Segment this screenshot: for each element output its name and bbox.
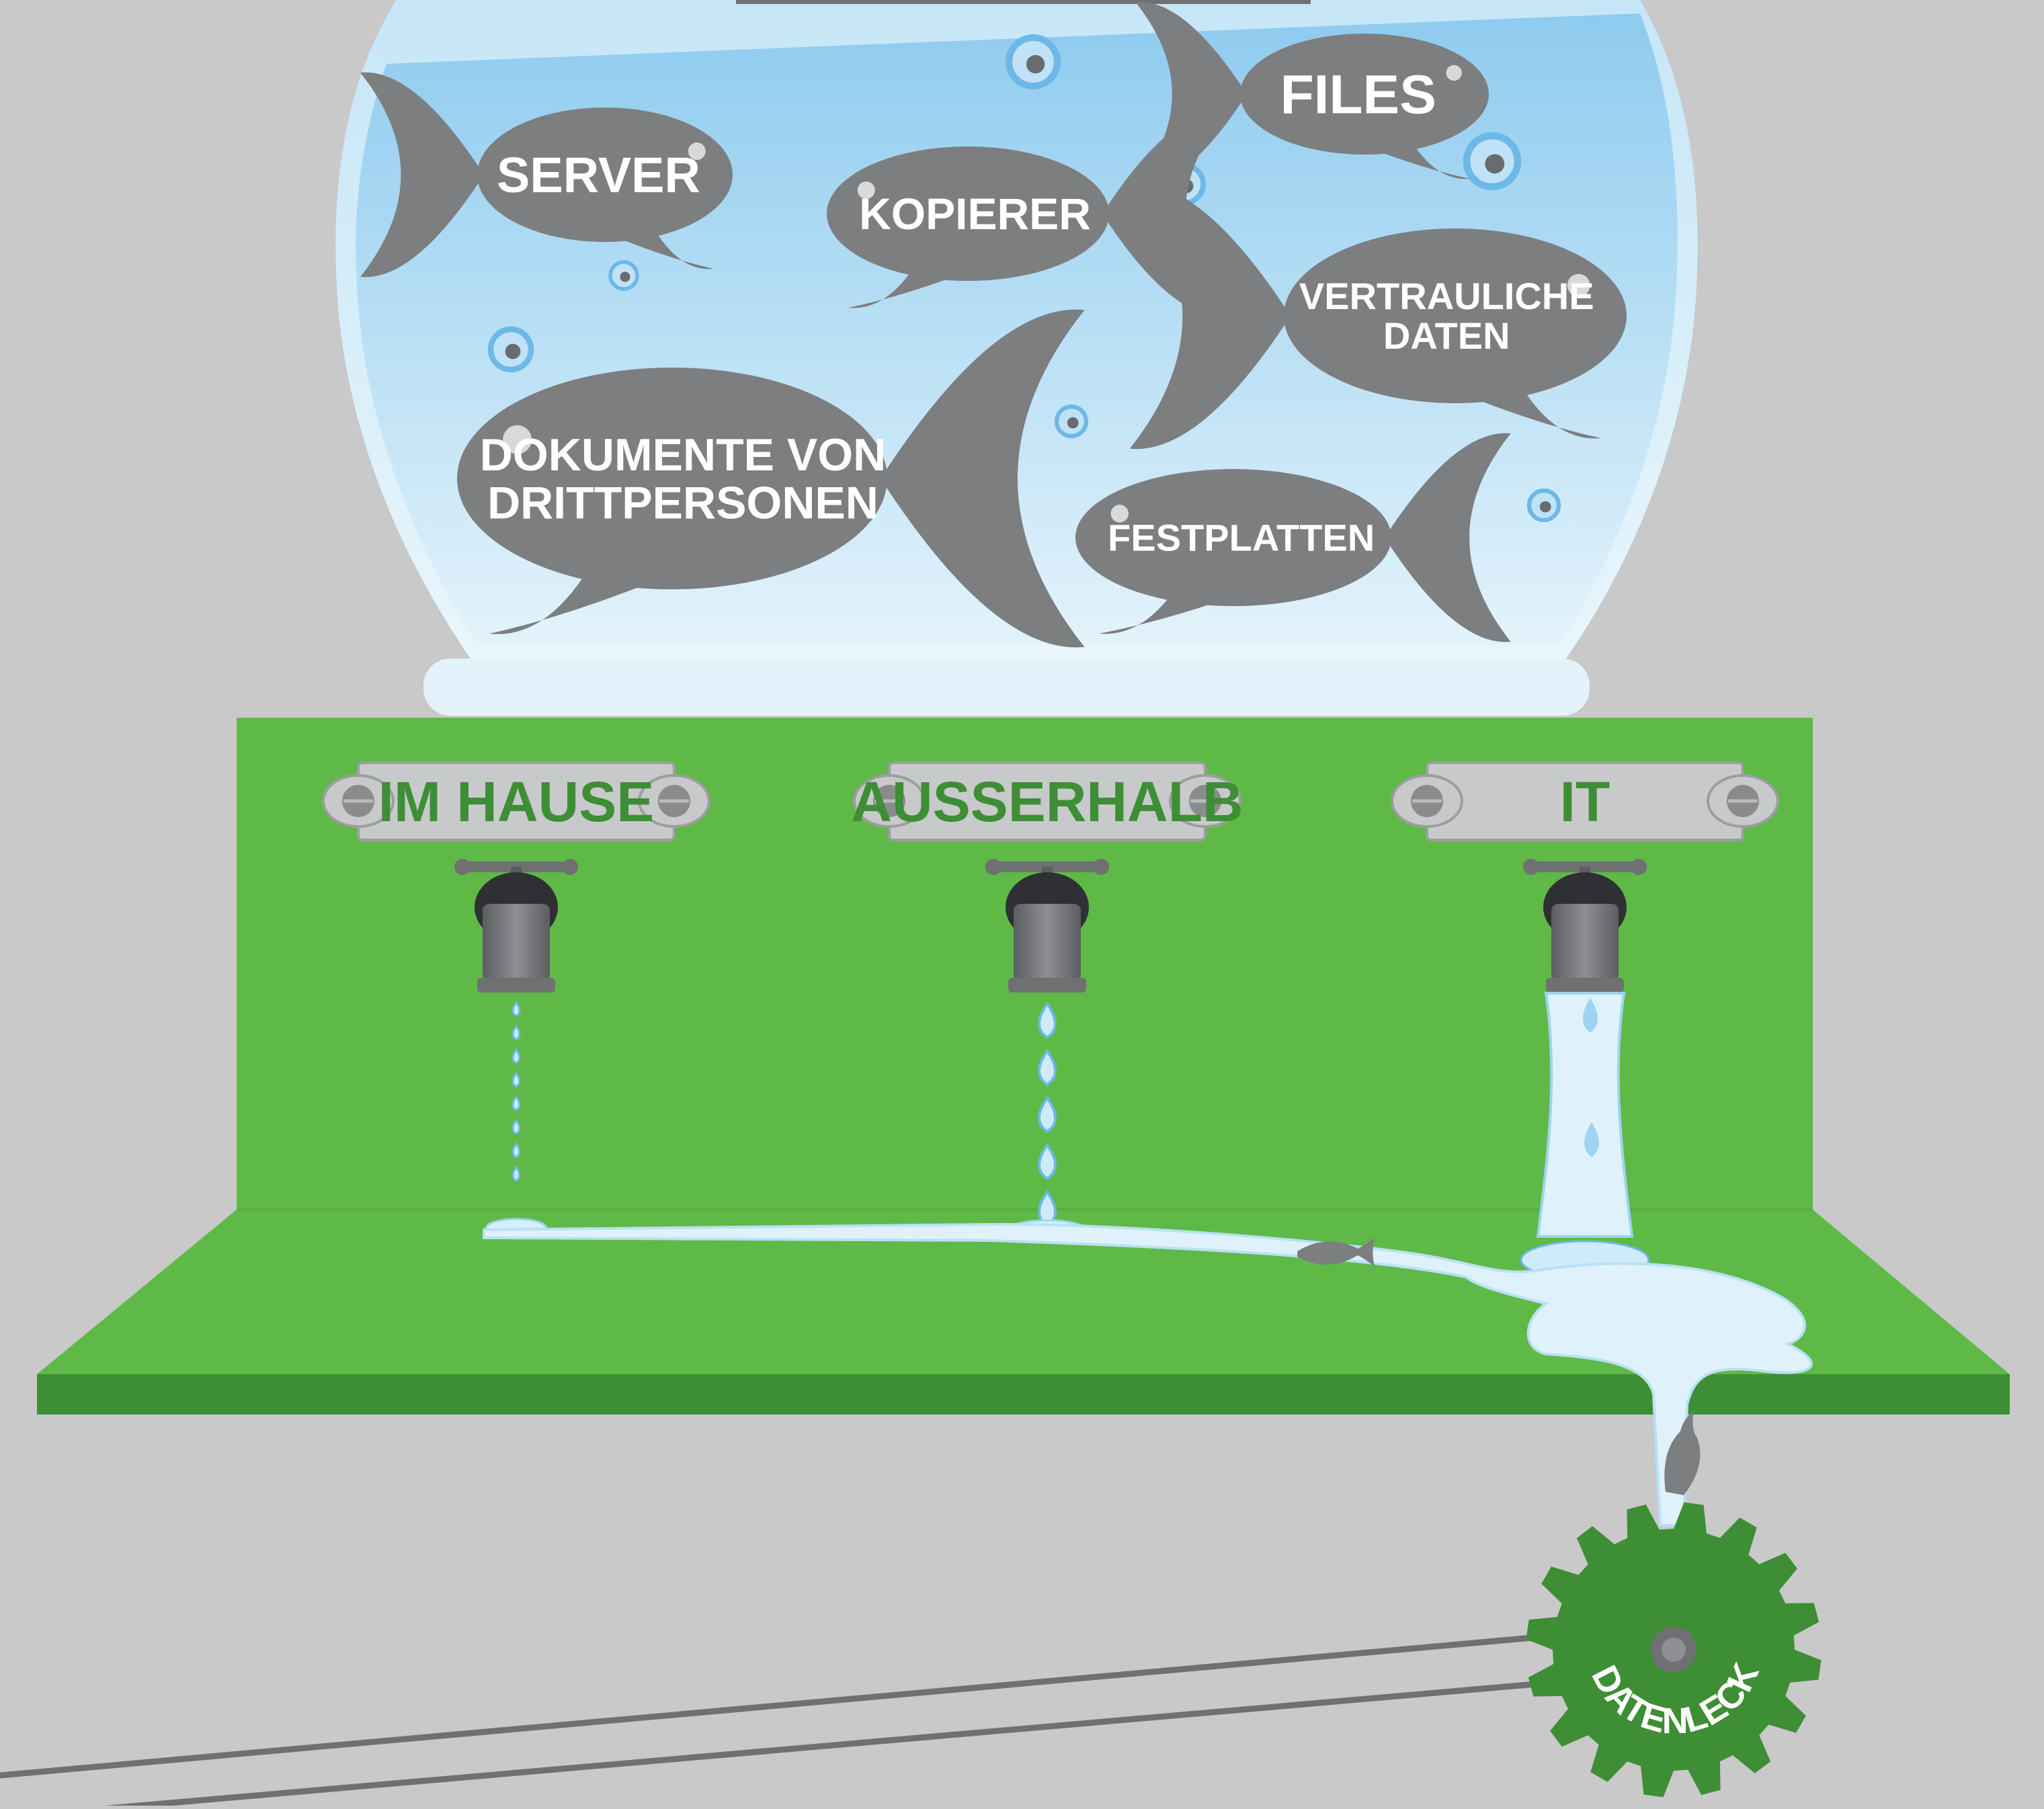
water-drop [512, 1048, 521, 1064]
fish-body [1240, 34, 1489, 155]
tap-ausserhalb [985, 859, 1109, 993]
bubble [1054, 404, 1089, 439]
water-stream [1536, 992, 1634, 1238]
water-flow-group [483, 992, 1813, 1527]
bubble [1463, 132, 1522, 191]
fish-body [457, 368, 887, 589]
fish-group: SERVERKOPIERERFILESVERTRAULICHEDATENDOKU… [360, 1, 1627, 648]
fish-label: FESTPLATTEN [1108, 517, 1375, 559]
water-drop [512, 1071, 521, 1088]
water-drop [512, 1165, 521, 1182]
bowl-lid [736, 0, 1311, 4]
fish-tail [881, 309, 1085, 648]
fish-tail [1135, 1, 1247, 187]
shelf-front [37, 1374, 2010, 1415]
water-drop [512, 1095, 521, 1111]
bubble [1005, 34, 1061, 90]
fish-fin [1099, 595, 1226, 634]
fish-fin [1463, 390, 1601, 439]
gear-assembly: DATENLECK [0, 1502, 1822, 1809]
fish-label: VERTRAULICHE [1299, 275, 1594, 317]
fish-eye [857, 181, 875, 199]
plaque-it: IT [1391, 761, 1779, 841]
fish-eye [1446, 65, 1462, 81]
tap-it [1523, 859, 1647, 993]
water-drop [512, 1024, 521, 1041]
shelf-top [37, 1210, 2010, 1374]
water-drop [512, 1142, 521, 1159]
fish-body [1075, 469, 1391, 606]
fish-body [1284, 228, 1627, 403]
water-drop [512, 1001, 521, 1017]
water-drop [512, 1118, 521, 1135]
fish-eye [1567, 274, 1590, 297]
fish-fin [489, 573, 661, 634]
bubble [487, 326, 534, 373]
plaque-group: IM HAUSE AUSSERHALB IT [322, 761, 1779, 841]
water-drop [1038, 1095, 1057, 1134]
fish-server: SERVER [360, 72, 733, 278]
plaque-label: IT [1560, 770, 1610, 833]
fish-eye [1110, 505, 1129, 523]
water-drop [1038, 1048, 1057, 1087]
water-puddle [483, 1222, 1813, 1527]
fish-fin [1371, 145, 1471, 179]
shelf: IM HAUSE AUSSERHALB IT [37, 718, 2010, 1527]
bubble [1526, 488, 1561, 523]
tap-group [454, 859, 1647, 993]
fish-tail [1385, 433, 1511, 642]
fish-label: SERVER [497, 147, 700, 203]
plaque-ausserhalb: AUSSERHALB [851, 761, 1243, 841]
gear: DATENLECK [1526, 1502, 1822, 1798]
fish-eye [688, 142, 706, 160]
fish-files: FILES [1135, 1, 1489, 187]
fish-label: DRITTPERSONEN [487, 478, 878, 529]
falling-fish-icon [1664, 1411, 1701, 1495]
plaque-im-hause: IM HAUSE [322, 761, 710, 841]
fish-tail [1129, 182, 1291, 450]
fish-eye [503, 425, 532, 454]
plaque-label: IM HAUSE [378, 770, 655, 833]
fish-fin [611, 232, 714, 269]
fish-body [827, 146, 1109, 281]
fish-label: FILES [1280, 65, 1436, 126]
fish-label: KOPIERER [859, 189, 1091, 239]
fish-tail [360, 72, 484, 278]
bowl-base [423, 659, 1590, 716]
bubble [608, 260, 639, 291]
fish-bowl: SERVERKOPIERERFILESVERTRAULICHEDATENDOKU… [335, 0, 1698, 716]
fish-label: DOKUMENTE VON [480, 429, 886, 480]
fish-label: DATEN [1383, 314, 1510, 357]
drive-belt [0, 1623, 1682, 1809]
fish-festplatten: FESTPLATTEN [1075, 433, 1511, 642]
water-drop [1038, 1142, 1057, 1181]
small-fish-icon [1297, 1236, 1375, 1267]
fish-fin [848, 271, 961, 308]
tap-im-hause [454, 859, 578, 993]
plaque-label: AUSSERHALB [851, 770, 1243, 833]
fish-body [477, 108, 733, 242]
water-drop [1038, 1001, 1057, 1040]
